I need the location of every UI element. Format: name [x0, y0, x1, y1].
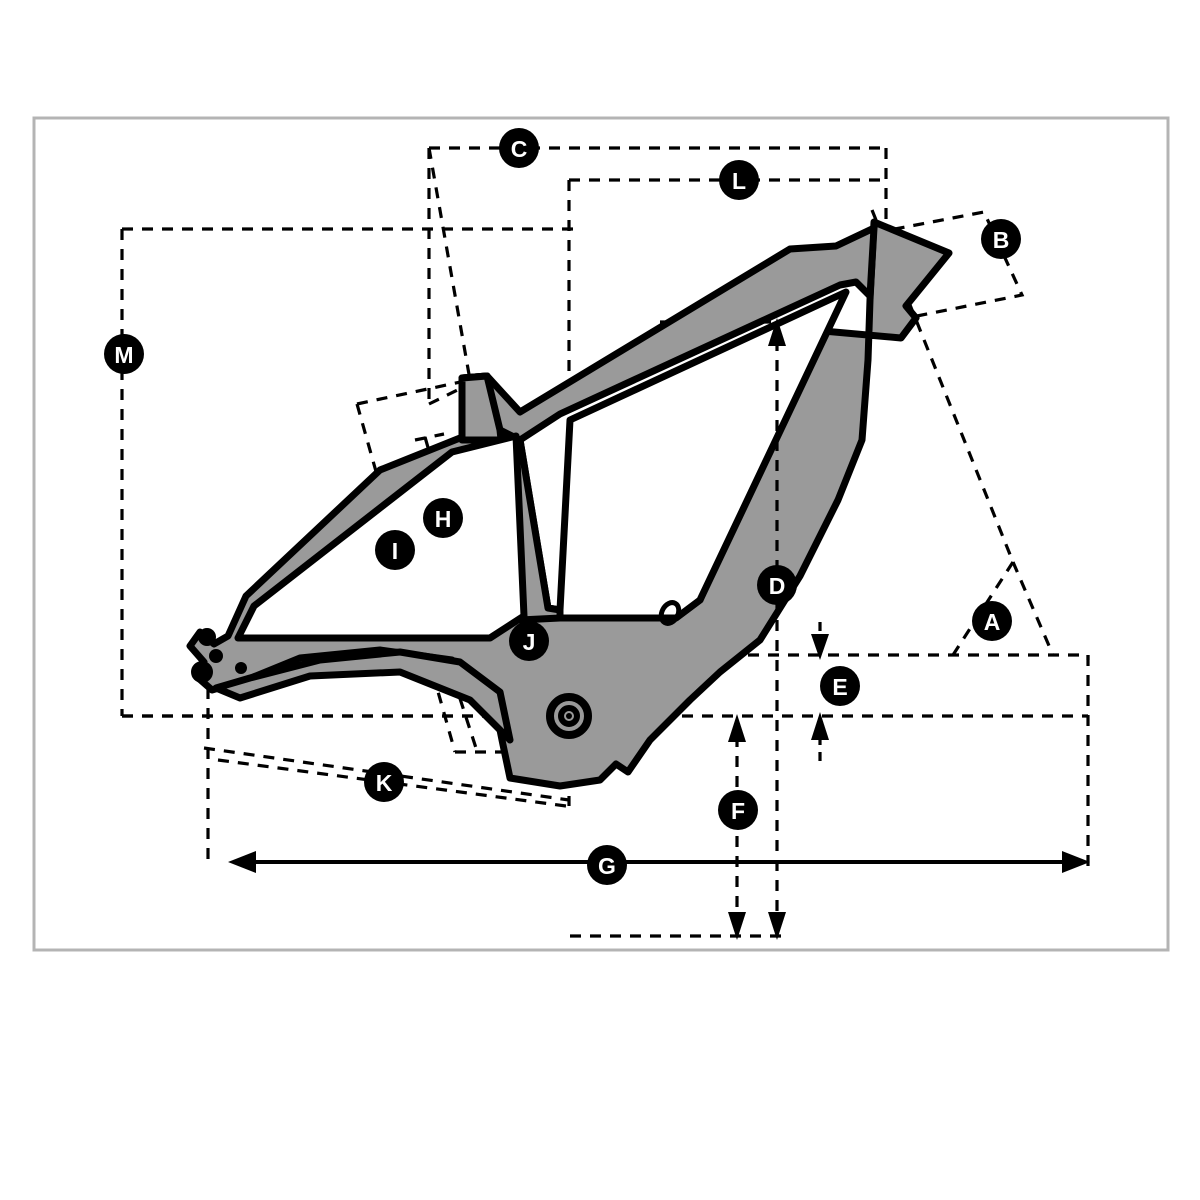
badge-circle — [719, 160, 759, 200]
label-i-effective-seat-tube[interactable]: I — [375, 530, 415, 570]
badge-circle — [509, 621, 549, 661]
badge-letter: M — [114, 342, 133, 368]
badge-circle — [718, 790, 758, 830]
badge-letter: K — [376, 770, 393, 796]
motor-mount-boss — [658, 600, 682, 626]
dimension-g-arrowhead-right — [1062, 851, 1090, 873]
badge-circle — [364, 762, 404, 802]
dimension-g-arrowhead-left — [228, 851, 256, 873]
badge-letter: J — [523, 629, 536, 655]
label-d-stack[interactable]: D — [757, 565, 797, 605]
badge-circle — [423, 498, 463, 538]
label-h-seat-tube-length[interactable]: H — [423, 498, 463, 538]
dimension-d-arrowhead-top — [768, 318, 786, 346]
badge-letter: H — [435, 506, 452, 532]
seat-cluster-notch — [414, 432, 445, 442]
label-k-rear-center[interactable]: K — [364, 762, 404, 802]
dimension-e-arrowhead-up — [811, 712, 829, 740]
bottom-bracket-inner-ring — [558, 705, 580, 727]
badge-circle — [757, 565, 797, 605]
label-g-wheelbase[interactable]: G — [587, 845, 627, 885]
bicycle-frame-silhouette — [186, 218, 953, 790]
label-f-bb-height[interactable]: F — [718, 790, 758, 830]
badge-letter: G — [598, 853, 616, 879]
label-l-top-tube[interactable]: L — [719, 160, 759, 200]
label-c-reach[interactable]: C — [499, 128, 539, 168]
rear-dropout-bolt-lower — [235, 662, 247, 674]
badge-letter: C — [511, 136, 528, 162]
label-m-standover[interactable]: M — [104, 334, 144, 374]
badge-circle — [104, 334, 144, 374]
badge-letter: E — [832, 674, 847, 700]
badge-circle — [820, 666, 860, 706]
label-e-bb-drop[interactable]: E — [820, 666, 860, 706]
badge-letter: A — [984, 609, 1001, 635]
dimension-f-arrowhead-top — [728, 714, 746, 742]
badge-circle — [972, 601, 1012, 641]
label-j-chainstay[interactable]: J — [509, 621, 549, 661]
badge-letter: D — [769, 573, 786, 599]
dimension-d-arrowhead-bottom — [768, 912, 786, 940]
bottom-bracket-outer-ring — [546, 693, 592, 739]
label-badge-layer: A B C D E F G H I J K L M — [104, 128, 1021, 885]
rear-dropout-bolt-axle — [209, 649, 223, 663]
rear-dropout-bolt-upper — [198, 628, 216, 646]
label-a-head-angle[interactable]: A — [972, 601, 1012, 641]
badge-circle — [499, 128, 539, 168]
badge-letter: L — [732, 168, 746, 194]
rear-dropout-bolt-mid — [191, 661, 213, 683]
dimension-e-arrowhead-down — [811, 634, 829, 660]
badge-circle — [981, 219, 1021, 259]
chain-stay — [212, 648, 514, 744]
bottom-bracket-center — [566, 713, 572, 719]
badge-letter: F — [731, 798, 745, 824]
badge-letter: B — [993, 227, 1010, 253]
head-angle-arc-right — [1011, 561, 1055, 656]
badge-circle — [375, 530, 415, 570]
badge-letter: I — [392, 538, 398, 564]
badge-circle — [587, 845, 627, 885]
measure-arrows — [228, 318, 1090, 940]
label-b-head-tube-length[interactable]: B — [981, 219, 1021, 259]
dimension-f-arrowhead-bottom — [728, 912, 746, 940]
